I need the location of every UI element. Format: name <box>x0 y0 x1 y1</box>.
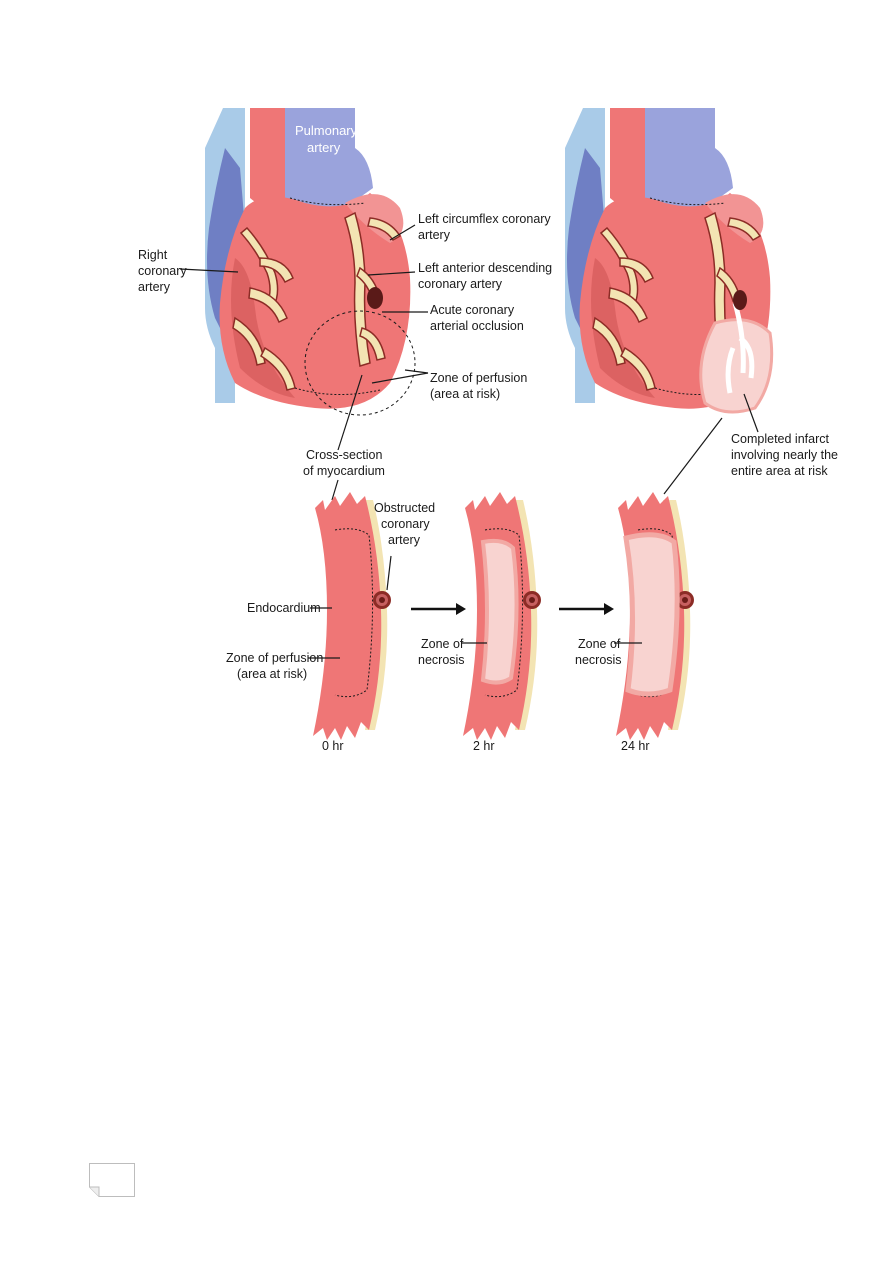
heart-left-illustration <box>204 107 416 416</box>
right-coronary-label: Right coronary artery <box>138 248 190 294</box>
zone-perfusion-top-label: Zone of perfusion (area at risk) <box>430 371 531 401</box>
occlusion-marker <box>733 290 747 310</box>
endocardium-label: Endocardium <box>247 601 321 615</box>
necrosis-zone-24hr <box>623 532 680 697</box>
necrosis-zone-2hr <box>480 538 519 685</box>
time-label-24hr: 24 hr <box>621 739 650 753</box>
arrow-0-to-2 <box>411 603 466 615</box>
pulmonary-artery-label: Pulmonary artery <box>295 123 361 155</box>
zone-perfusion-bottom-label: Zone of perfusion (area at risk) <box>226 651 327 681</box>
occlusion-marker <box>367 287 383 309</box>
time-label-0hr: 0 hr <box>322 739 344 753</box>
arrow-2-to-24 <box>559 603 614 615</box>
left-circumflex-label: Left circumflex coronary artery <box>418 212 554 242</box>
cross-section-label: Cross-section of myocardium <box>303 448 386 478</box>
zone-necrosis-2hr-label: Zone of necrosis <box>418 637 467 667</box>
completed-infarct-label: Completed infarct involving nearly the e… <box>731 432 842 478</box>
infarct-zone <box>699 318 774 414</box>
wedge-0hr <box>312 491 392 741</box>
page-corner-icon <box>89 1163 135 1197</box>
area-at-risk-outline <box>304 310 416 416</box>
time-label-2hr: 2 hr <box>473 739 495 753</box>
obstructed-artery-label: Obstructed coronary artery <box>374 501 439 547</box>
wedge-2hr <box>462 491 542 741</box>
heart-right-illustration <box>564 107 774 414</box>
zone-necrosis-24hr-label: Zone of necrosis <box>575 637 624 667</box>
lad-label: Left anterior descending coronary artery <box>418 261 556 291</box>
wedge-24hr <box>615 491 695 741</box>
acute-occlusion-label: Acute coronary arterial occlusion <box>430 303 524 333</box>
